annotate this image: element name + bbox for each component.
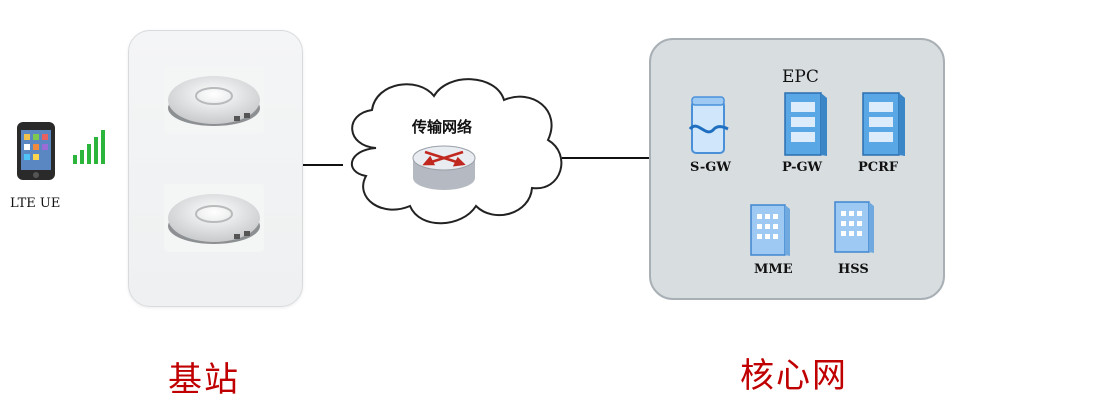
base-station-caption: 基站 bbox=[168, 360, 240, 400]
ue-label: LTE UE bbox=[10, 196, 61, 211]
pcrf-label: PCRF bbox=[858, 160, 899, 175]
access-point-1 bbox=[164, 66, 264, 134]
access-point-2 bbox=[164, 184, 264, 252]
hss-node-icon bbox=[834, 201, 874, 253]
transport-network-label: 传输网络 bbox=[412, 118, 473, 136]
access-point-icon bbox=[168, 76, 260, 126]
access-point-icon bbox=[168, 194, 260, 244]
core-network-caption: 核心网 bbox=[740, 356, 848, 396]
pcrf-server-icon bbox=[862, 92, 905, 156]
smartphone-icon bbox=[17, 122, 55, 180]
mme-node-icon bbox=[750, 204, 790, 256]
sgw-label: S-GW bbox=[690, 160, 731, 175]
sgw-server-icon bbox=[688, 96, 729, 154]
pgw-server-icon bbox=[784, 92, 827, 156]
hss-label: HSS bbox=[838, 262, 869, 277]
signal-strength-icon bbox=[73, 130, 105, 164]
epc-title: EPC bbox=[782, 67, 819, 87]
router-icon bbox=[412, 145, 476, 190]
core-network-panel bbox=[649, 38, 945, 300]
mme-label: MME bbox=[754, 262, 793, 277]
pgw-label: P-GW bbox=[782, 160, 823, 175]
